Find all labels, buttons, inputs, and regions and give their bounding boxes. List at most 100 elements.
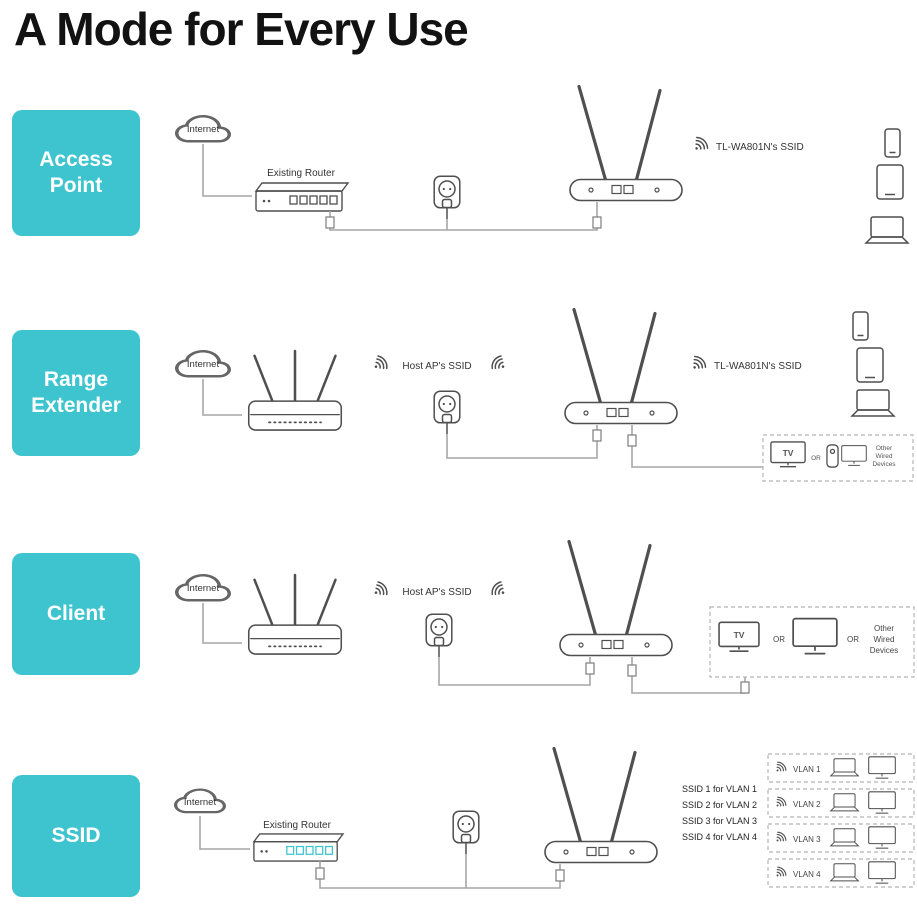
or-label: OR: [773, 635, 785, 644]
mode-label: Access Point: [39, 147, 113, 197]
vlan-box: [767, 823, 915, 853]
power-cable: [446, 425, 598, 459]
vlan-box: [767, 788, 915, 818]
host-router-device: [247, 349, 343, 432]
other-wired-devices-label: Other: [874, 624, 894, 633]
power-outlet-icon: [433, 390, 461, 434]
monitor-icon: [792, 617, 838, 655]
ethernet-cable: [202, 603, 242, 644]
ethernet-cable: [199, 816, 250, 850]
wifi-signal-icon: [369, 353, 390, 375]
wifi-signal-icon: [689, 134, 711, 156]
existing-router-label: Existing Router: [267, 168, 335, 179]
mode-label: Client: [46, 601, 106, 625]
mode-badge-range-extender: Range Extender: [12, 330, 140, 456]
ssid-vlan-line: SSID 2 for VLAN 2: [682, 800, 757, 810]
or-label: OR: [847, 635, 859, 644]
internet-label: Internet: [187, 124, 220, 135]
wifi-signal-icon: [687, 353, 709, 375]
ssid-vlan-line: SSID 4 for VLAN 4: [682, 832, 757, 842]
access-point-device: [543, 746, 659, 865]
access-point-device: [568, 84, 684, 203]
host-ssid-label: Host AP's SSID: [402, 361, 471, 372]
host-ssid-label: Host AP's SSID: [402, 587, 471, 598]
ethernet-cable: [319, 861, 561, 889]
ethernet-cable: [631, 657, 746, 694]
ethernet-cable: [202, 379, 242, 416]
laptop-icon: [865, 216, 909, 244]
mode-badge-ssid: SSID: [12, 775, 140, 897]
laptop-icon: [830, 863, 859, 882]
access-point-device: [558, 539, 674, 658]
power-outlet-icon: [425, 613, 453, 657]
rj45-plug: [585, 662, 595, 675]
monitor-icon: [841, 445, 867, 466]
phone-icon: [852, 311, 869, 341]
ethernet-cable: [631, 425, 763, 468]
monitor-icon: [868, 791, 896, 814]
ethernet-cable: [329, 202, 598, 231]
mode-badge-access-point: Access Point: [12, 110, 140, 236]
ssid-label: TL-WA801N's SSID: [716, 142, 804, 153]
laptop-icon: [830, 828, 859, 847]
tablet-icon: [856, 347, 884, 383]
other-wired-devices-label: Other: [876, 445, 893, 452]
phone-icon: [884, 128, 901, 158]
vlan-label: VLAN 2: [793, 800, 821, 809]
rj45-plug: [592, 216, 602, 229]
diagram-ssid: Internet Existing Router SSID 1 for VLAN…: [174, 746, 915, 889]
ssid-vlan-line: SSID 1 for VLAN 1: [682, 784, 757, 794]
diagram-access-point: Internet Existing Router TL-WA801N's SSI…: [175, 84, 909, 244]
vlan-label: VLAN 4: [793, 870, 821, 879]
tv-label: TV: [783, 448, 794, 458]
diagram-client: Internet Host AP's SSID TV OR OR Other W…: [175, 539, 915, 694]
wifi-signal-icon: [489, 353, 510, 375]
vlan-label: VLAN 1: [793, 765, 821, 774]
wifi-signal-icon: [772, 829, 789, 846]
existing-router-device: [255, 182, 349, 212]
wifi-signal-icon: [772, 864, 789, 881]
mode-label: Range Extender: [31, 367, 121, 417]
internet-label: Internet: [187, 583, 220, 594]
laptop-icon: [830, 758, 859, 777]
other-wired-devices-label: Wired: [876, 453, 893, 460]
existing-router-label: Existing Router: [263, 820, 331, 831]
rj45-plug: [315, 867, 325, 880]
monitor-icon: [868, 826, 896, 849]
vlan-box: [767, 753, 915, 783]
vlan-label: VLAN 3: [793, 835, 821, 844]
power-outlet-icon: [452, 810, 480, 854]
rj45-plug: [627, 664, 637, 677]
other-wired-devices-label: Wired: [874, 635, 895, 644]
internet-label: Internet: [184, 797, 217, 808]
ethernet-cable: [202, 144, 252, 197]
tablet-icon: [876, 164, 904, 200]
host-router-device: [247, 573, 343, 656]
mode-badge-client: Client: [12, 553, 140, 675]
monitor-icon: [868, 861, 896, 884]
diagram-range-extender: Internet Host AP's SSID TL-WA801N's SSID…: [175, 307, 914, 482]
rj45-plug: [627, 434, 637, 447]
vlan-box: [767, 858, 915, 888]
wired-device-icon: [826, 444, 839, 468]
wifi-signal-icon: [489, 579, 510, 601]
wired-devices-box: [709, 606, 915, 678]
ssid-vlan-line: SSID 3 for VLAN 3: [682, 816, 757, 826]
rj45-plug: [325, 216, 335, 229]
wifi-signal-icon: [369, 579, 390, 601]
laptop-icon: [830, 793, 859, 812]
power-cable: [438, 657, 591, 686]
ssid-label: TL-WA801N's SSID: [714, 361, 802, 372]
other-wired-devices-label: Devices: [870, 646, 898, 655]
wifi-signal-icon: [772, 759, 789, 776]
monitor-icon: [868, 756, 896, 779]
or-label: OR: [811, 455, 821, 462]
internet-label: Internet: [187, 359, 220, 370]
existing-router-device: [253, 833, 344, 862]
laptop-icon: [851, 389, 895, 417]
tv-label: TV: [734, 630, 745, 640]
other-wired-devices-label: Devices: [872, 461, 896, 468]
rj45-plug: [555, 869, 565, 882]
power-outlet-icon: [433, 175, 461, 219]
